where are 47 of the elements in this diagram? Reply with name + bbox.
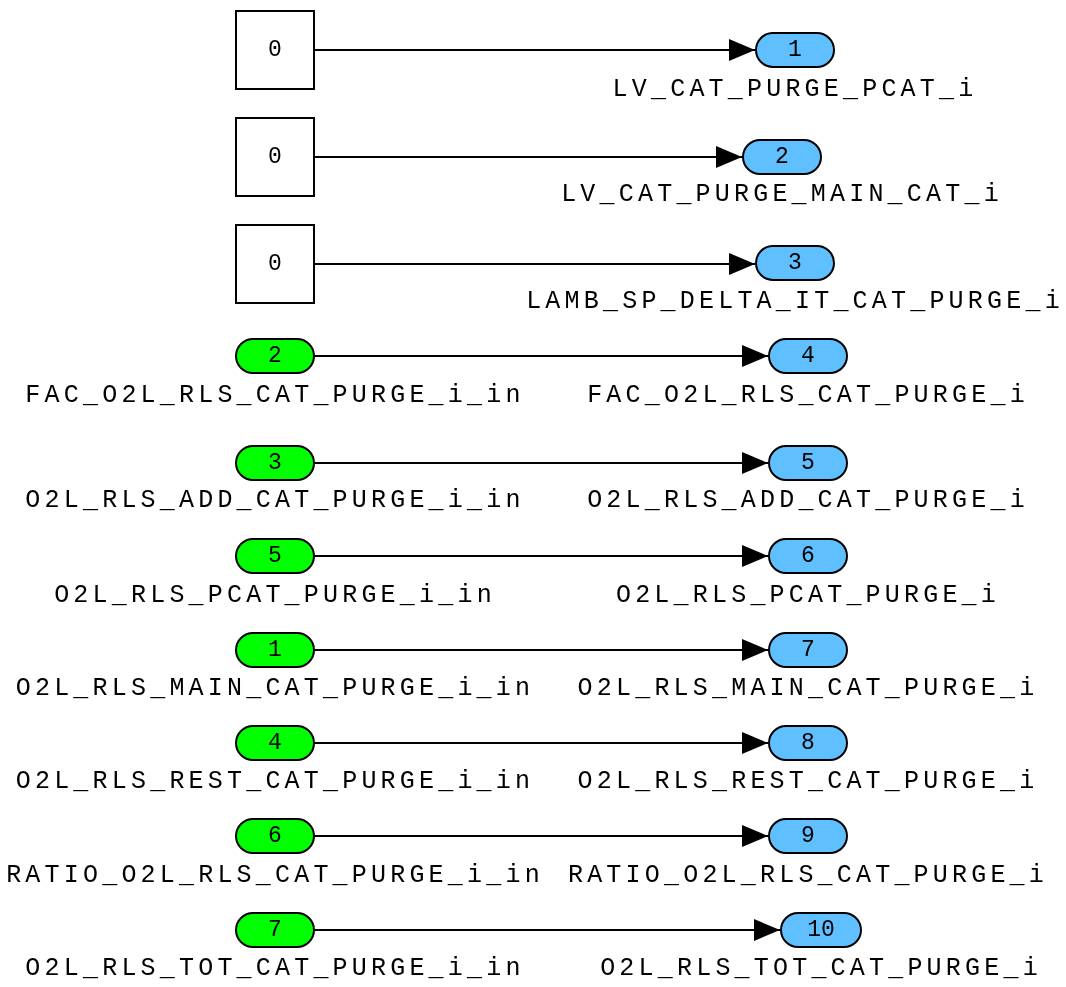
port-label: FAC_O2L_RLS_CAT_PURGE_i_in [25, 382, 525, 410]
inport-block: 3 [235, 445, 315, 481]
port-label: O2L_RLS_ADD_CAT_PURGE_i_in [25, 487, 525, 515]
port-label: RATIO_O2L_RLS_CAT_PURGE_i [567, 862, 1049, 890]
port-label: O2L_RLS_PCAT_PURGE_i_in [54, 582, 496, 610]
port-label: O2L_RLS_REST_CAT_PURGE_i [577, 768, 1039, 796]
arrow [314, 639, 769, 661]
port-label: RATIO_O2L_RLS_CAT_PURGE_i_in [6, 862, 544, 890]
arrow [314, 919, 781, 941]
port-label: O2L_RLS_REST_CAT_PURGE_i_in [15, 768, 535, 796]
arrow [314, 253, 756, 275]
port-label: O2L_RLS_MAIN_CAT_PURGE_i_in [15, 675, 535, 703]
arrow [314, 146, 743, 168]
port-label: O2L_RLS_MAIN_CAT_PURGE_i [577, 675, 1039, 703]
port-label: O2L_RLS_TOT_CAT_PURGE_i_in [25, 955, 525, 983]
arrow [314, 732, 769, 754]
port-label: O2L_RLS_ADD_CAT_PURGE_i [587, 487, 1029, 515]
inport-block: 7 [235, 912, 315, 948]
port-label: LAMB_SP_DELTA_IT_CAT_PURGE_i [526, 288, 1064, 316]
port-label: LV_CAT_PURGE_PCAT_i [612, 76, 978, 104]
port-label: FAC_O2L_RLS_CAT_PURGE_i [587, 382, 1029, 410]
arrow [314, 452, 769, 474]
outport-block: 9 [768, 818, 848, 854]
outport-block: 2 [742, 139, 822, 175]
constant-block: 0 [235, 10, 315, 90]
inport-block: 1 [235, 632, 315, 668]
inport-block: 2 [235, 338, 315, 374]
outport-block: 3 [755, 245, 835, 281]
port-label: O2L_RLS_TOT_CAT_PURGE_i [600, 955, 1042, 983]
outport-block: 1 [755, 32, 835, 68]
outport-block: 5 [768, 445, 848, 481]
arrow [314, 345, 769, 367]
outport-block: 6 [768, 538, 848, 574]
port-label: LV_CAT_PURGE_MAIN_CAT_i [561, 181, 1003, 209]
arrow [314, 39, 756, 61]
inport-block: 4 [235, 725, 315, 761]
arrow [314, 545, 769, 567]
constant-block: 0 [235, 224, 315, 304]
constant-block: 0 [235, 117, 315, 197]
outport-block: 7 [768, 632, 848, 668]
port-label: O2L_RLS_PCAT_PURGE_i [615, 582, 1001, 610]
inport-block: 5 [235, 538, 315, 574]
outport-block: 8 [768, 725, 848, 761]
inport-block: 6 [235, 818, 315, 854]
outport-block: 10 [780, 912, 862, 948]
outport-block: 4 [768, 338, 848, 374]
arrow [314, 825, 769, 847]
